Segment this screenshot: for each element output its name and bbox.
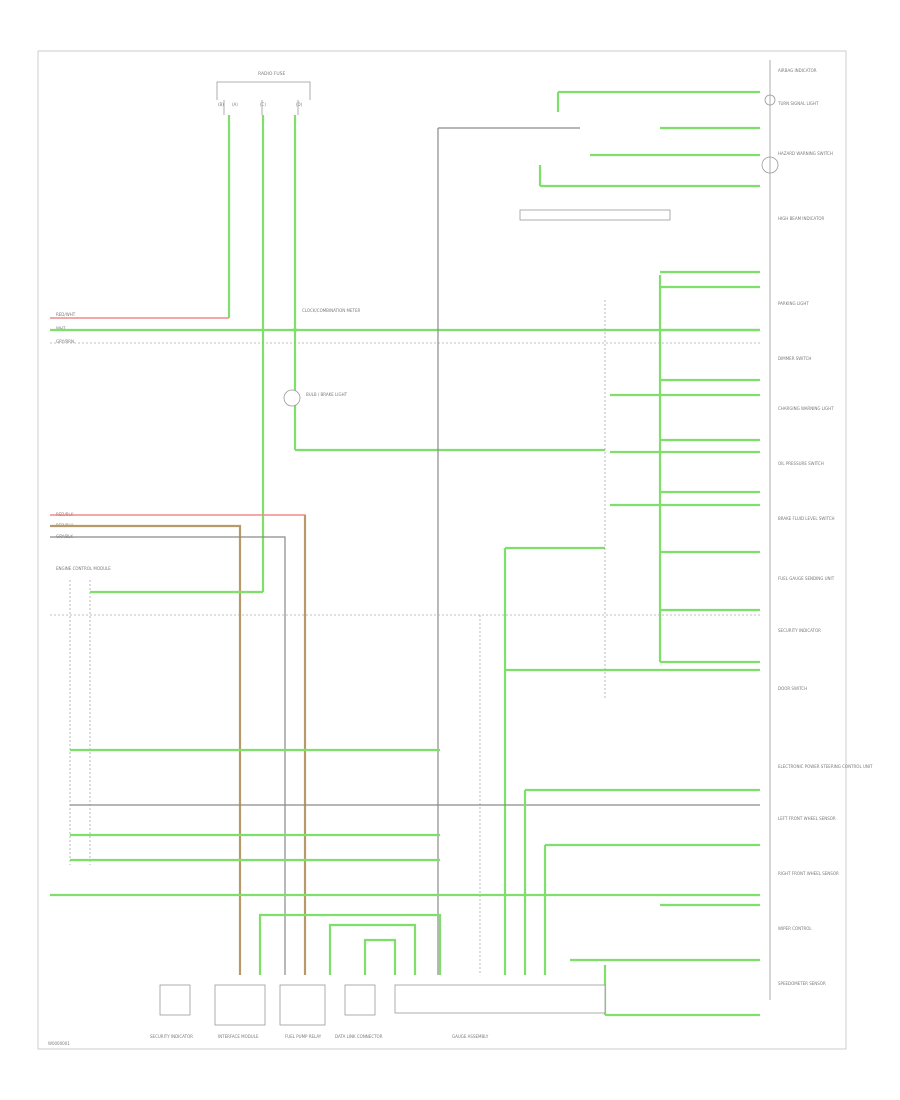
svg-text:FUEL GAUGE SENDING UNIT: FUEL GAUGE SENDING UNIT: [778, 576, 835, 581]
svg-text:WIPER CONTROL: WIPER CONTROL: [778, 926, 812, 931]
left-top-wires: RED/WHT WHT GRY/BRN: [50, 312, 760, 344]
fuse-box-title: RADIO FUSE: [258, 71, 286, 77]
diagram-frame: [37, 50, 847, 1050]
svg-text:GAUGE ASSEMBLY: GAUGE ASSEMBLY: [452, 1034, 489, 1039]
svg-text:(C): (C): [260, 102, 266, 107]
left-mid-wires: RED/BLK RED/BLU GRY/BLK: [50, 512, 307, 975]
svg-text:DATA LINK CONNECTOR: DATA LINK CONNECTOR: [335, 1034, 383, 1039]
svg-text:RIGHT FRONT WHEEL SENSOR: RIGHT FRONT WHEEL SENSOR: [778, 871, 839, 876]
svg-text:WHT: WHT: [56, 326, 66, 331]
svg-text:INTERFACE MODULE: INTERFACE MODULE: [218, 1034, 259, 1039]
figure-code: W0000001: [48, 1041, 70, 1046]
svg-text:CHARGING WARNING LIGHT: CHARGING WARNING LIGHT: [778, 406, 834, 411]
svg-text:PARKING LIGHT: PARKING LIGHT: [778, 301, 809, 306]
svg-text:ENGINE CONTROL MODULE: ENGINE CONTROL MODULE: [56, 566, 111, 571]
center-lamp: BULB / BRAKE LIGHT: [283, 389, 348, 407]
right-components: AIRBAG INDICATOR TURN SIGNAL LIGHT HAZAR…: [777, 68, 873, 986]
svg-text:SPEEDOMETER SENSOR: SPEEDOMETER SENSOR: [778, 981, 826, 986]
svg-text:BRAKE FLUID LEVEL SWITCH: BRAKE FLUID LEVEL SWITCH: [778, 516, 835, 521]
svg-text:(D): (D): [296, 102, 303, 107]
right-bus: [50, 270, 771, 1000]
svg-text:OIL PRESSURE SWITCH: OIL PRESSURE SWITCH: [778, 461, 824, 466]
svg-text:DIMMER SWITCH: DIMMER SWITCH: [778, 356, 811, 361]
svg-text:BULB / BRAKE LIGHT: BULB / BRAKE LIGHT: [306, 392, 348, 397]
svg-text:GRY/BRN: GRY/BRN: [56, 339, 74, 344]
svg-text:SECURITY INDICATOR: SECURITY INDICATOR: [778, 628, 821, 633]
svg-text:SECURITY INDICATOR: SECURITY INDICATOR: [150, 1034, 193, 1039]
fuse-box: RADIO FUSE (B) (A) (C) (D): [216, 71, 311, 115]
top-right-cluster: [437, 60, 779, 975]
svg-text:AIRBAG INDICATOR: AIRBAG INDICATOR: [778, 68, 817, 73]
left-ecm: ENGINE CONTROL MODULE: [50, 566, 760, 897]
svg-text:(B): (B): [218, 102, 224, 107]
svg-text:RED/WHT: RED/WHT: [56, 312, 76, 317]
splice-note: CLOCK/COMBINATION METER: [302, 308, 361, 313]
svg-text:TURN SIGNAL LIGHT: TURN SIGNAL LIGHT: [777, 101, 819, 106]
svg-text:FUEL PUMP RELAY: FUEL PUMP RELAY: [285, 1034, 322, 1039]
svg-text:HIGH BEAM INDICATOR: HIGH BEAM INDICATOR: [778, 216, 825, 221]
svg-text:LEFT FRONT WHEEL SENSOR: LEFT FRONT WHEEL SENSOR: [778, 816, 836, 821]
svg-text:HAZARD WARNING SWITCH: HAZARD WARNING SWITCH: [778, 151, 833, 156]
svg-text:ELECTRONIC POWER STEERING CONT: ELECTRONIC POWER STEERING CONTROL UNIT: [778, 764, 873, 769]
svg-text:(A): (A): [232, 102, 238, 107]
svg-text:DOOR SWITCH: DOOR SWITCH: [778, 686, 807, 691]
bottom-components: SECURITY INDICATOR INTERFACE MODULE FUEL…: [150, 984, 606, 1039]
